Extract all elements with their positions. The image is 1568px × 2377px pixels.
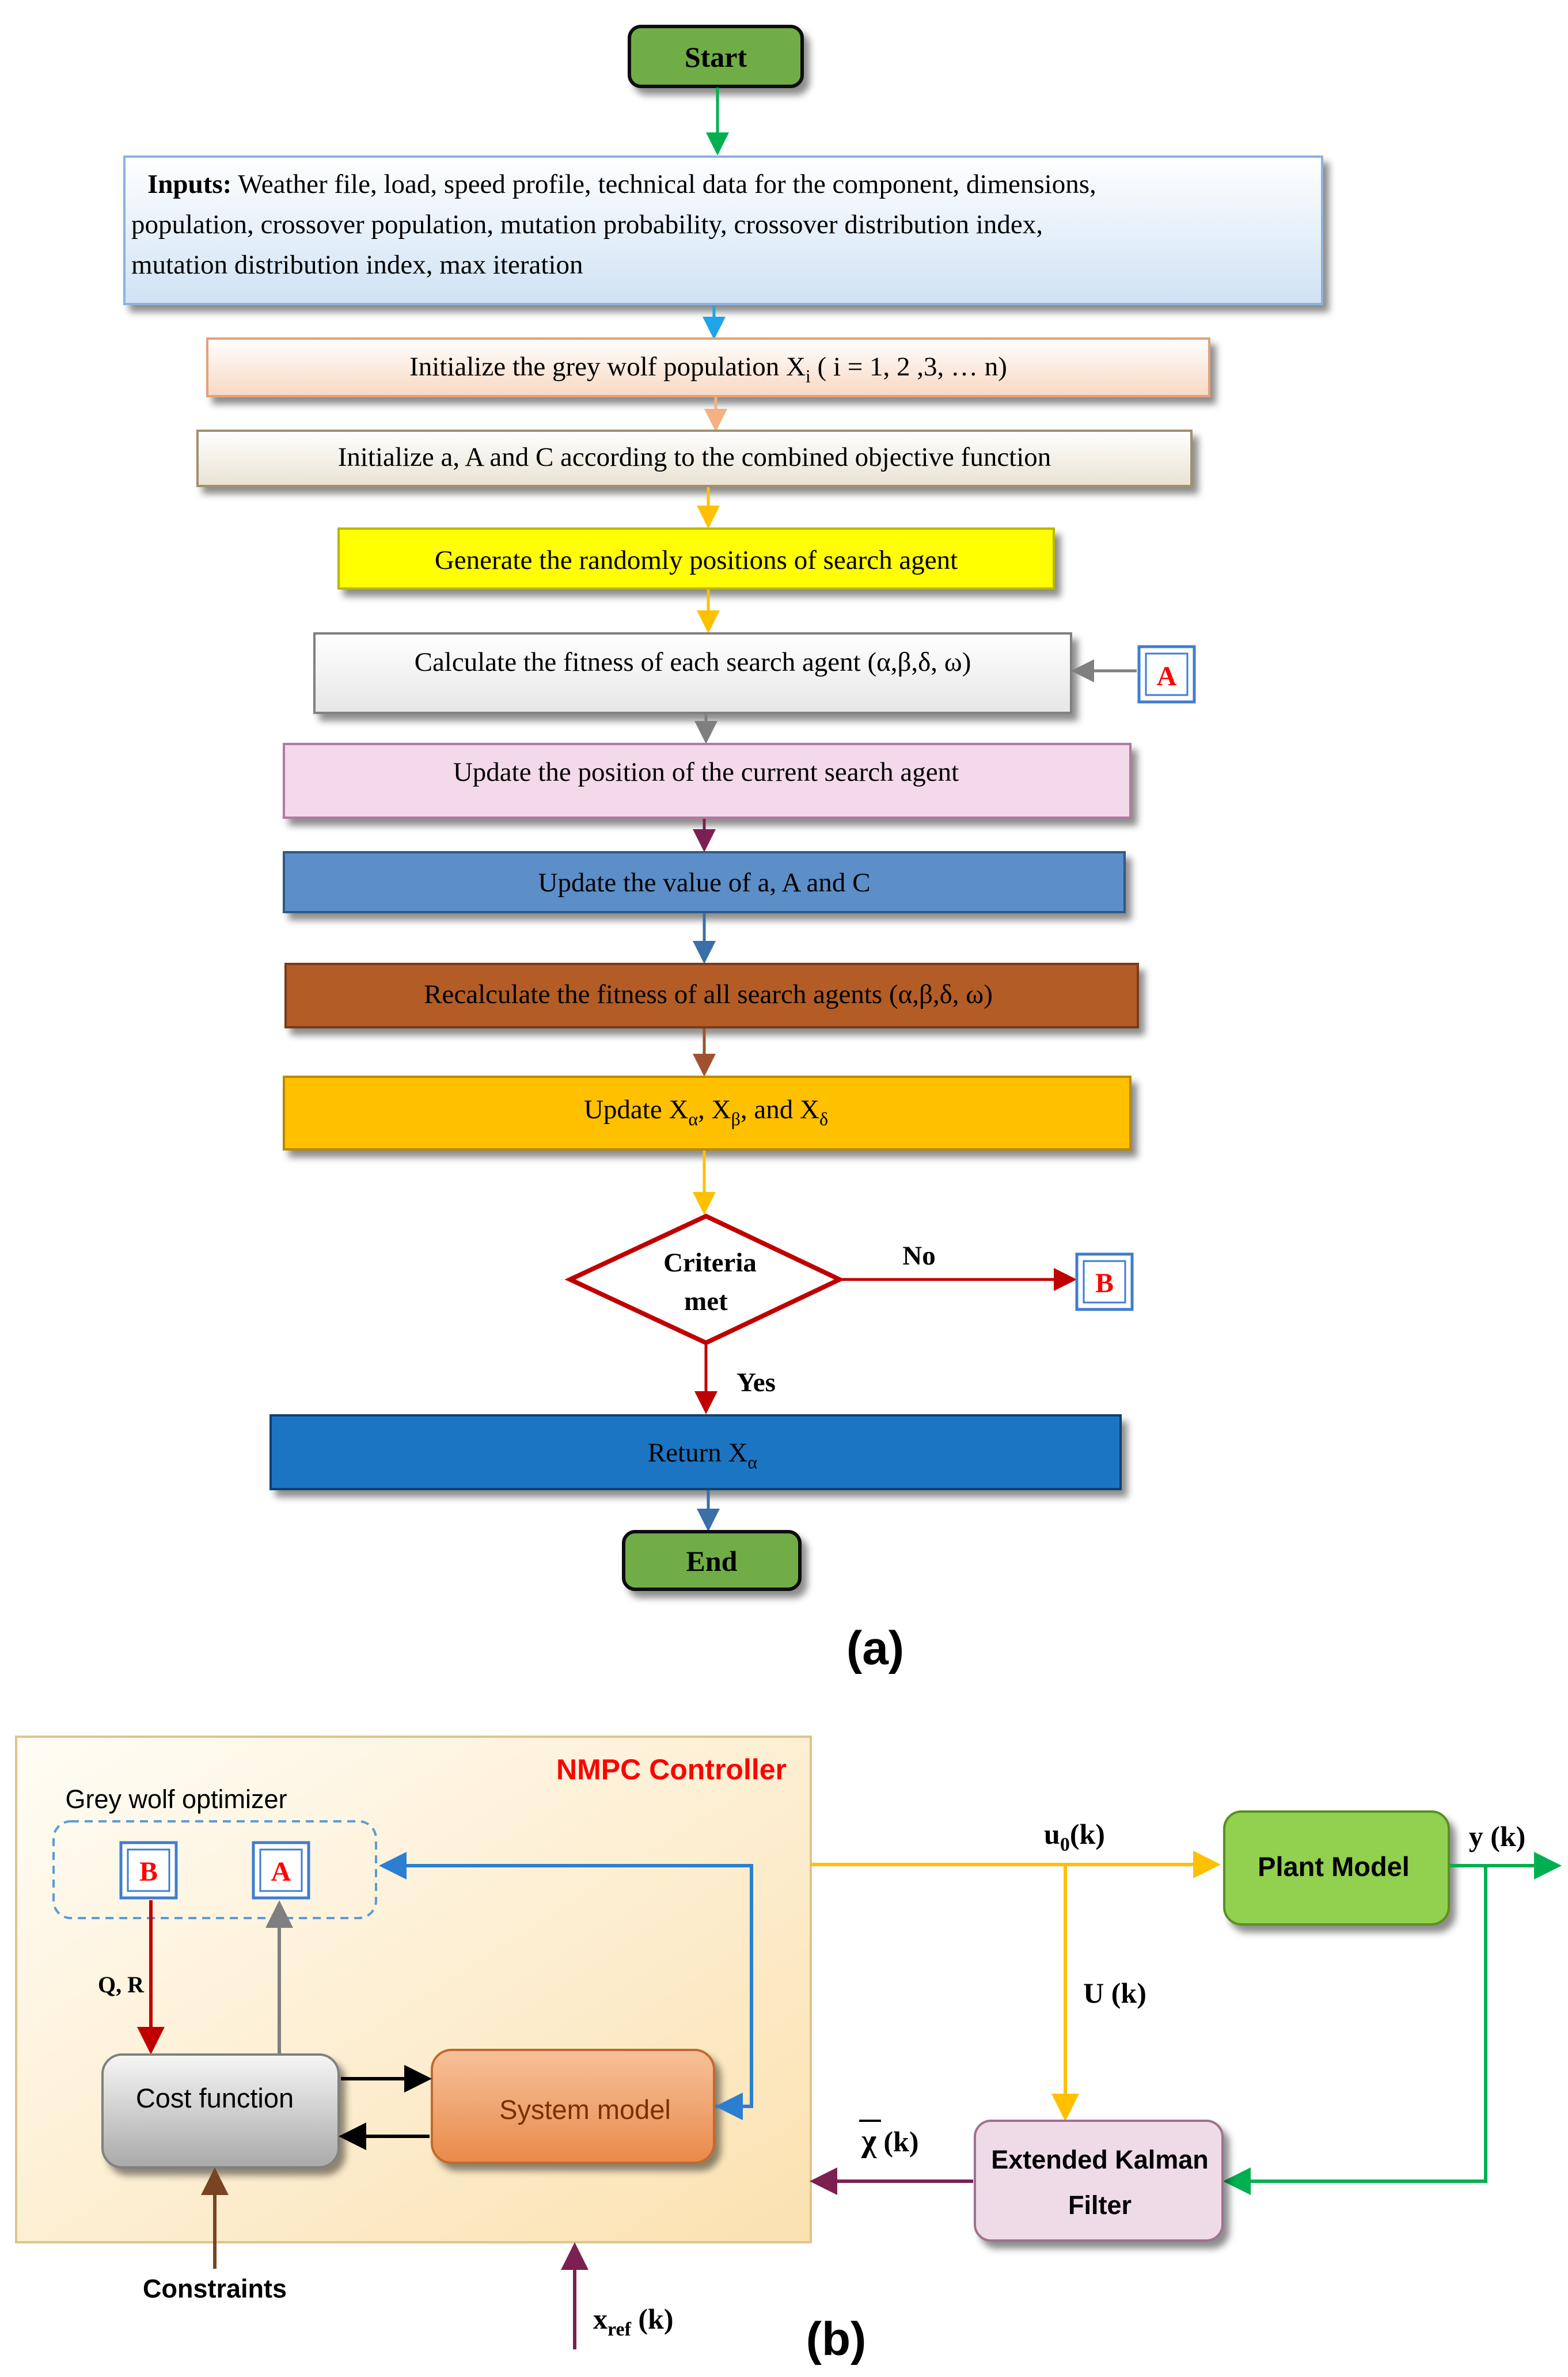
return-box: Return Xα [269,1414,1122,1490]
cost-function-box: Cost function [101,2053,340,2169]
init-params-label: Initialize a, A and C according to the c… [338,442,1051,472]
update-x-box: Update Xα, Xβ, and Xδ [283,1076,1132,1150]
inputs-text-1: Weather file, load, speed profile, techn… [231,169,1096,199]
init-population-label: Initialize the grey wolf population Xi (… [409,352,1007,386]
update-values-label: Update the value of a, A and C [538,868,871,898]
controller-title: NMPC Controller [556,1753,787,1786]
connector-a-flow-label: A [1157,661,1177,692]
init-population-box: Initialize the grey wolf population Xi (… [206,337,1210,397]
connector-b-block: B [119,1841,178,1900]
inputs-line-1: Inputs: Weather file, load, speed profil… [147,169,1096,199]
u0-label: u0(k) [1044,1818,1105,1855]
ekf-label-line2: Filter [1068,2190,1132,2220]
caption-a: (a) [846,1622,904,1674]
recalc-fitness-label: Recalculate the fitness of all search ag… [424,979,993,1009]
ekf-box: Extended Kalman Filter [974,2120,1224,2242]
end-label: End [686,1545,738,1577]
recalc-fitness-box: Recalculate the fitness of all search ag… [284,963,1139,1028]
caption-b: (b) [806,2313,867,2365]
inputs-box: Inputs: Weather file, load, speed profil… [123,155,1323,305]
cost-function-label: Cost function [136,2083,294,2113]
connector-a-block: A [252,1841,310,1900]
calc-fitness-box: Calculate the fitness of each search age… [313,632,1072,714]
inputs-label: Inputs: [147,169,231,199]
end-terminal: End [622,1530,802,1591]
block-diagram: NMPC Controller Grey wolf optimizer B A … [15,1736,1562,2365]
qr-label: Q, R [98,1972,145,1998]
xref-label: xref (k) [593,2303,674,2340]
connector-a-flow: A [1137,645,1196,704]
init-params-box: Initialize a, A and C according to the c… [196,430,1193,487]
generate-positions-label: Generate the randomly positions of searc… [435,545,958,575]
return-label: Return Xα [648,1438,758,1472]
start-label: Start [685,41,747,73]
constraints-label: Constraints [143,2274,287,2303]
ekf-label-line1: Extended Kalman [991,2145,1209,2174]
optimizer-box [52,1820,377,1919]
system-model-label: System model [499,2094,671,2125]
inputs-line-2: population, crossover population, mutati… [131,210,1043,240]
connector-b-flow: B [1075,1252,1134,1311]
generate-positions-box: Generate the randomly positions of searc… [337,527,1055,590]
plant-model-label: Plant Model [1258,1851,1410,1882]
update-position-label: Update the position of the current searc… [453,757,959,787]
decision-label-line1: Criteria [663,1248,757,1278]
decision-criteria: Criteria met [564,1213,845,1346]
arrow-y-to-ekf [1223,1866,1487,2195]
flowchart: Start Inputs: Weather file, load, speed … [123,25,1323,1674]
no-label: No [902,1241,935,1271]
decision-label-line2: met [684,1286,728,1316]
xhat-label: χ (k) [861,2123,918,2159]
update-values-box: Update the value of a, A and C [283,851,1126,913]
plant-model-box: Plant Model [1223,1810,1450,1926]
connector-b-block-label: B [139,1856,158,1887]
update-position-box: Update the position of the current searc… [283,743,1132,819]
optimizer-title: Grey wolf optimizer [65,1784,287,1814]
yes-label: Yes [736,1368,776,1398]
system-model-box: System model [431,2049,715,2164]
update-x-label: Update Xα, Xβ, and Xδ [584,1095,828,1129]
connector-b-flow-label: B [1095,1268,1114,1298]
inputs-line-3: mutation distribution index, max iterati… [131,250,583,280]
connector-a-block-label: A [271,1856,291,1887]
start-terminal: Start [628,25,804,88]
y-label: y (k) [1469,1820,1526,1852]
u-label: U (k) [1083,1977,1146,2009]
calc-fitness-label: Calculate the fitness of each search age… [415,647,971,677]
